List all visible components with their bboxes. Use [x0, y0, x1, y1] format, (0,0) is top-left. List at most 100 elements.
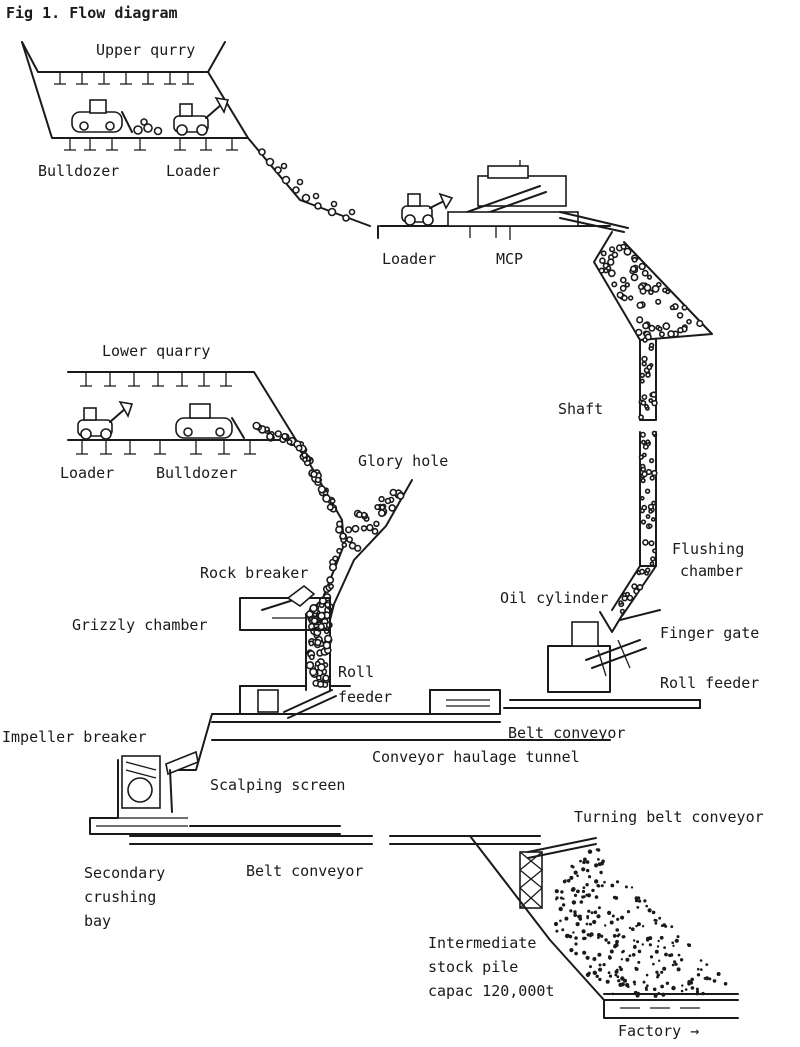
rock-particle — [619, 276, 627, 284]
rock-particle — [583, 857, 587, 862]
rock-particle — [679, 958, 684, 962]
rock-particle — [608, 955, 611, 958]
rock-particle — [554, 889, 559, 894]
rock-particle — [592, 957, 597, 961]
rock-particle — [317, 663, 326, 672]
rock-particle — [611, 992, 615, 996]
rock-particle — [696, 319, 704, 328]
turning-belt-conveyor-tower — [519, 837, 597, 909]
label-scalping-screen: Scalping screen — [210, 776, 346, 794]
rock-particle — [576, 889, 580, 894]
rock-particle — [597, 952, 602, 957]
upper-slope-rocks — [258, 148, 356, 222]
rock-particle — [582, 950, 587, 955]
rock-particle — [594, 895, 599, 899]
rock-particle — [640, 478, 646, 484]
rock-particle — [636, 316, 644, 324]
rock-particle — [609, 949, 614, 954]
rock-particle — [642, 322, 650, 330]
label-rock-breaker: Rock breaker — [200, 564, 309, 582]
rock-particle — [700, 968, 703, 971]
rock-particle — [638, 414, 644, 421]
loader-upper-machine — [173, 96, 230, 136]
rock-particle — [651, 399, 658, 407]
rock-particle — [616, 917, 620, 921]
rock-particle — [676, 935, 680, 939]
rock-particle — [628, 926, 632, 930]
rock-particle — [636, 301, 644, 309]
rock-particle — [585, 922, 589, 926]
rock-particle — [640, 399, 647, 406]
rock-particle — [308, 654, 315, 661]
rock-particle — [632, 945, 637, 949]
rock-particle — [573, 870, 578, 875]
rock-particle — [587, 909, 591, 913]
rock-particle — [589, 922, 592, 926]
rock-particle — [653, 918, 657, 922]
rock-particle — [643, 899, 647, 903]
rock-particle — [642, 337, 648, 343]
rock-particle — [639, 508, 645, 514]
rock-particle — [660, 984, 664, 989]
rock-particle — [645, 988, 648, 991]
rock-particle — [396, 491, 405, 500]
rock-particle — [274, 430, 282, 438]
rock-particle — [317, 680, 325, 688]
stockpile-ground — [469, 835, 739, 1019]
rock-particle — [644, 403, 649, 409]
rock-particle — [640, 466, 647, 473]
rock-particle — [627, 295, 634, 301]
rock-particle — [690, 977, 694, 982]
rock-particle — [566, 878, 571, 883]
rock-particle — [615, 880, 620, 884]
rock-particle — [389, 488, 398, 497]
rock-particle — [680, 989, 684, 993]
rock-particle — [252, 421, 261, 430]
rock-particle — [576, 874, 579, 878]
rock-particle — [649, 955, 654, 959]
rock-particle — [345, 526, 353, 534]
rock-particle — [648, 509, 653, 514]
rock-particle — [638, 454, 644, 460]
rock-particle — [656, 945, 660, 948]
rock-particle — [581, 889, 586, 894]
rock-particle — [655, 970, 659, 974]
rock-particle — [630, 886, 634, 889]
rock-particle — [648, 943, 653, 947]
rock-particle — [645, 439, 651, 445]
rock-particle — [617, 979, 621, 983]
rock-particle — [585, 955, 590, 960]
rock-particle — [636, 906, 640, 909]
rock-particle — [646, 364, 653, 371]
rock-particle — [605, 979, 610, 984]
rock-particle — [620, 915, 625, 920]
label-belt-conveyor-tunnel: Belt conveyor — [508, 724, 626, 742]
bulldozer-upper-machine — [71, 99, 133, 133]
rock-particle — [336, 520, 344, 528]
rock-particle — [642, 452, 647, 458]
rock-particle — [638, 899, 642, 903]
conveyor-haulage-tunnel-lines — [211, 621, 701, 741]
rock-particle — [610, 883, 615, 888]
rock-particle — [648, 398, 654, 403]
loader-mcp-machine — [401, 192, 454, 226]
rock-particle — [598, 963, 602, 967]
rock-particle — [583, 936, 587, 940]
rock-particle — [339, 532, 347, 540]
rock-particle — [631, 256, 638, 263]
rock-particle — [695, 992, 699, 996]
rock-particle — [329, 498, 336, 504]
rock-particle — [573, 910, 577, 914]
label-bulldozer-lower: Bulldozer — [156, 464, 238, 482]
label-oil-cylinder: Oil cylinder — [500, 589, 609, 607]
rock-particle — [716, 972, 721, 976]
rock-particle — [723, 982, 728, 986]
rock-particle — [341, 542, 348, 548]
rock-particle — [638, 262, 646, 271]
label-grizzly-chamber: Grizzly chamber — [72, 616, 208, 634]
rock-particle — [354, 544, 362, 552]
rock-particle — [597, 933, 601, 937]
rock-particle — [642, 980, 646, 984]
rock-particle — [671, 941, 674, 944]
